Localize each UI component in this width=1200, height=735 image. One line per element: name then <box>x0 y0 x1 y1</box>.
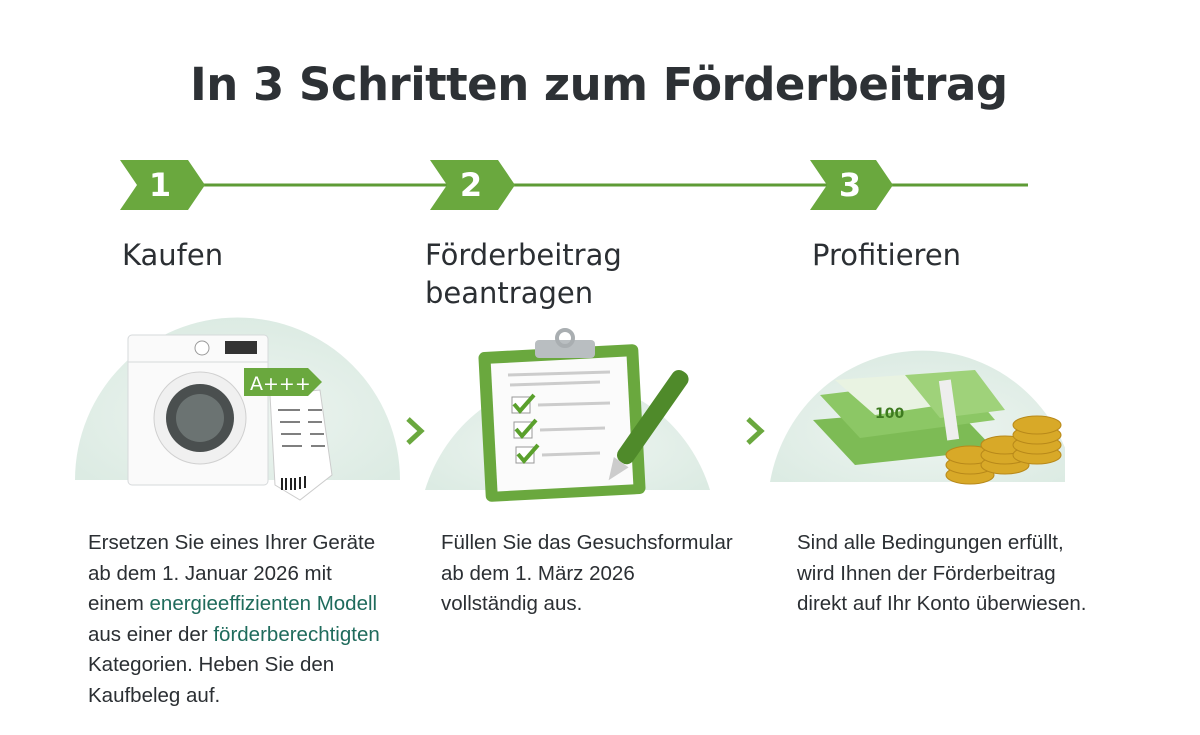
step-2-heading-line2: beantragen <box>425 276 594 310</box>
energy-label <box>244 368 322 396</box>
desc-line: einem energieeffizienten Modell <box>88 589 380 620</box>
energy-label-text: A+++ <box>250 373 311 395</box>
page-title: In 3 Schritten zum Förderbeitrag <box>190 58 1008 111</box>
step-2-heading-line1: Förderbeitrag <box>425 238 622 272</box>
step-3-chevron <box>810 160 893 210</box>
desc-line: direkt auf Ihr Konto überwiesen. <box>797 592 1087 615</box>
step-2-number: 2 <box>459 166 483 204</box>
step-1-chevron <box>120 160 205 210</box>
step-2-description: Füllen Sie das Gesuchsformular ab dem 1.… <box>441 528 733 620</box>
washing-machine-illustration: A+++ <box>75 317 401 501</box>
money-illustration: 100 <box>770 350 1065 485</box>
step-3-description: Sind alle Bedingungen erfüllt, wird Ihne… <box>797 528 1086 620</box>
desc-line: Sind alle Bedingungen erfüllt, <box>797 531 1064 554</box>
energy-efficient-model-link[interactable]: energieeffizienten Modell <box>149 592 378 615</box>
desc-line: Kaufbeleg auf. <box>88 683 221 707</box>
eligible-categories-link[interactable]: förderberechtigten <box>213 622 380 646</box>
desc-line: vollständig aus. <box>441 592 583 615</box>
desc-text: einem <box>88 592 150 615</box>
step-1-description: Ersetzen Sie eines Ihrer Geräte ab dem 1… <box>88 528 380 711</box>
clipboard-illustration <box>425 328 710 502</box>
step-3-heading: Profitieren <box>812 238 962 272</box>
timeline <box>120 160 1028 210</box>
desc-text: aus einer der <box>88 622 214 646</box>
desc-line: wird Ihnen der Förderbeitrag <box>797 561 1056 585</box>
step-1-number: 1 <box>148 166 172 204</box>
arrow-right-icon <box>695 417 765 445</box>
step-3-number: 3 <box>838 166 862 204</box>
desc-line: aus einer der förderberechtigten <box>88 620 380 651</box>
step-1-heading: Kaufen <box>122 238 224 272</box>
step-2-chevron <box>430 160 515 210</box>
desc-line: ab dem 1. März 2026 <box>441 561 635 585</box>
banknote-value: 100 <box>875 406 904 422</box>
desc-line: ab dem 1. Januar 2026 mit <box>88 561 332 585</box>
desc-line: Füllen Sie das Gesuchsformular <box>441 531 733 554</box>
desc-line: Kategorien. Heben Sie den <box>88 653 335 676</box>
step-2-heading: Förderbeitrag beantragen <box>425 236 622 312</box>
desc-line: Ersetzen Sie eines Ihrer Geräte <box>88 531 376 554</box>
arrow-right-icon <box>350 417 425 445</box>
